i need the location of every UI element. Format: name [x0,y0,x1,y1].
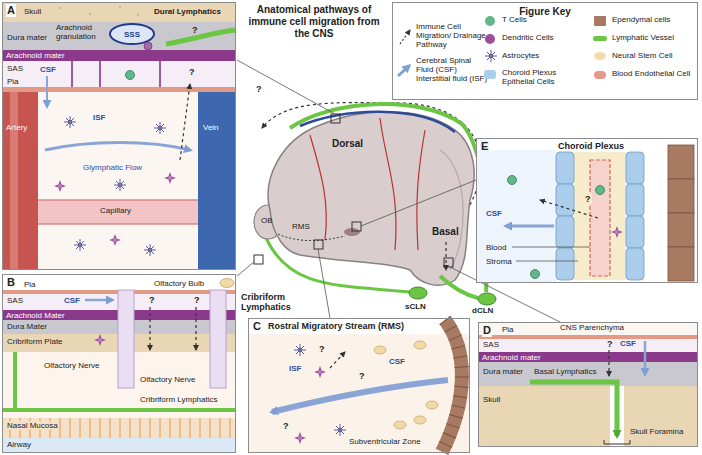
label-text: Cribriform Plate [6,337,64,346]
legend-swatch [485,16,495,26]
label-text: Pia [501,325,515,334]
label-text: Choroid Plexus [557,141,625,151]
label-text: Skull [482,395,501,404]
label-text: ISF [93,113,105,122]
legend-text: Cerebral Spinal Fluid (CSF) Interstitial… [416,56,488,84]
label-text: CNS Parenchyma [559,323,625,332]
label-text: Dura mater [482,367,524,376]
label-text: Rostral Migratory Stream (RMS) [267,321,405,331]
label-text: Dura Mater [6,322,48,331]
legend-swatch [593,36,607,41]
panel-letter: E [480,140,489,153]
label-text: ? [148,295,156,305]
legend-swatch [594,71,606,79]
legend-text: Astrocytes [502,51,586,60]
figure-title: Anatomical pathways of immune cell migra… [240,4,388,40]
legend-swatch [594,52,606,60]
panel-letter: A [6,4,16,17]
label-text: ? [584,194,592,204]
legend-text: Neural Stem Cell [612,51,692,60]
label-text: ISF [289,364,301,373]
label-text: Pia [23,280,37,289]
legend-text: Dendritic Cells [502,33,586,42]
panel: A SkullArachnoid granulation SSS Dural Lymp… [2,2,236,270]
label-text: OB [261,216,273,225]
label-text: Capillary [99,206,132,215]
label-text: dCLN [472,306,493,315]
label-text: Stroma [485,257,513,266]
legend-text: Immune Cell Migration/ Drainage Pathway [416,22,488,50]
label-text: Skull [23,7,42,16]
label-text: ? [256,84,262,94]
label-text: Nasal Mucosa [6,421,59,430]
label-text: SSS [124,30,140,39]
label-text: Olfactory Bulb [153,279,205,288]
label-text: Pia [6,77,20,86]
label-text: Dorsal [332,138,363,150]
legend-text: Ependymal cells [612,15,692,24]
label-text: Subventricular Zone [349,437,421,446]
panel: C Rostral Migratory Stream (RMS) ISF CSF Sub… [248,318,470,453]
label-text: Blood [485,243,507,252]
label-text: SAS [6,296,24,305]
label-text: Skull Foramina [629,427,684,436]
legend-text: T Cells [502,15,586,24]
label-text: Vein [203,123,219,132]
panel-letter: C [252,320,262,333]
label-text: ? [193,295,201,305]
label-text: Basal [432,226,459,238]
legend-text: Lymphatic Vessel [612,33,692,42]
legend-swatch [485,34,495,44]
label-text: SAS [6,64,24,73]
label-text: Glymphatic Flow [83,163,142,172]
label-text: RMS [292,222,310,231]
label-text: CSF [39,65,57,74]
label-text: ? [607,339,613,349]
label-text: CSF [485,209,503,218]
brain-region: DorsalOB RMS Basal [252,98,476,288]
panel: B PiaSAS Arachnoid MaterDura MaterCribrifo… [2,274,236,453]
legend-text: Choroid Plexus Epithelial Cells [502,68,586,86]
panel-letter: D [482,324,492,337]
label-text: CSF [389,357,405,366]
legend-swatch [484,70,496,79]
label-text: Arachnoid granulation [55,24,107,42]
panel: D CNS Parenchyma PiaSAS Arachnoid materDura… [478,322,698,447]
label-text: ? [283,421,289,431]
label-text: Cribriform Lymphatics [241,292,321,313]
label-text: Dural Lymphatics [153,7,222,16]
label-text: CSF [619,339,637,348]
legend-swatch [594,16,606,26]
panel-letter: B [6,276,16,289]
label-text: Arachnoid mater [6,51,65,61]
label-text: Olfactory Nerve [139,375,197,384]
label-text: Arachnoid mater [482,353,541,363]
label-text: Dura mater [6,33,48,42]
label-text: ? [319,344,325,354]
label-text: Olfactory Nerve [43,361,101,370]
legend-text: Blood Endothelial Cell [612,69,692,78]
label-text: Airway [6,440,32,449]
label-text: Cribriform Lymphatics [139,395,219,404]
label-text: Arachnoid Mater [6,311,65,321]
label-text: Artery [6,123,27,132]
label-text: ? [359,371,365,381]
label-text: SAS [482,340,500,349]
label-text: ? [191,25,199,35]
label-text: sCLN [405,302,426,311]
label-text: ? [188,67,196,77]
panel: E Choroid PlexusCSF BloodStroma? [476,138,698,283]
label-text: CSF [63,296,81,305]
label-text: Basal Lymphatics [533,367,597,376]
